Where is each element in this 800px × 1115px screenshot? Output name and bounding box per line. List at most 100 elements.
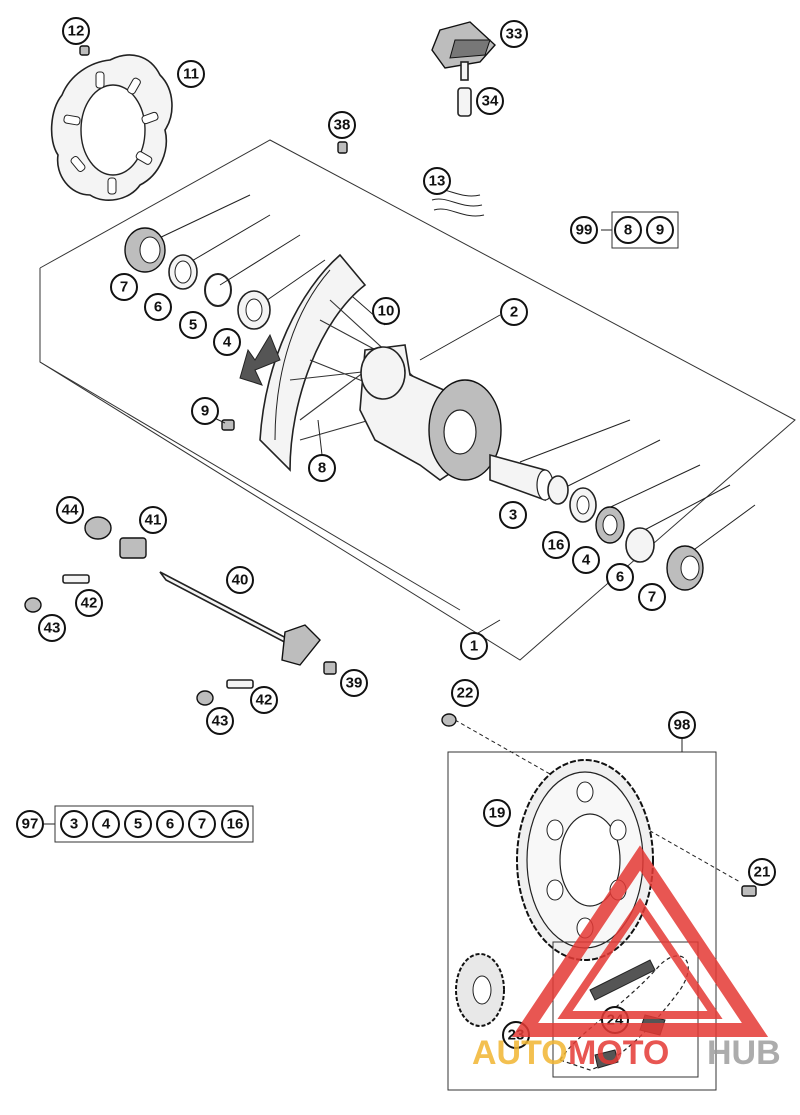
callout-6-left: 6 xyxy=(144,293,172,321)
svg-text:7: 7 xyxy=(198,816,206,833)
svg-text:33: 33 xyxy=(506,26,523,43)
bearing-left xyxy=(237,290,271,330)
svg-text:9: 9 xyxy=(656,222,664,239)
callout-6-kit: 6 xyxy=(156,810,184,838)
dust-cover-right xyxy=(666,545,704,591)
svg-text:16: 16 xyxy=(227,816,244,833)
chain-slider xyxy=(431,21,496,69)
callout-34: 34 xyxy=(476,87,504,115)
callout-8-kit: 8 xyxy=(614,216,642,244)
watermark-inner-triangle-icon xyxy=(557,897,723,1019)
callout-39: 39 xyxy=(340,669,368,697)
callout-10: 10 xyxy=(372,297,400,325)
sprocket-bolt xyxy=(741,885,757,897)
callout-41: 41 xyxy=(139,506,167,534)
svg-text:40: 40 xyxy=(232,572,249,589)
dust-cover-left xyxy=(124,227,166,273)
retaining-ring xyxy=(204,273,232,307)
svg-text:6: 6 xyxy=(616,569,624,586)
callout-7-kit: 7 xyxy=(188,810,216,838)
svg-text:4: 4 xyxy=(582,552,591,569)
svg-text:97: 97 xyxy=(22,816,39,833)
callout-16-kit: 16 xyxy=(221,810,249,838)
shaft-seal-right xyxy=(595,506,625,544)
wheel-assembly-frame xyxy=(39,139,796,661)
svg-text:41: 41 xyxy=(145,512,162,529)
svg-text:8: 8 xyxy=(624,222,632,239)
svg-text:43: 43 xyxy=(212,713,229,730)
svg-text:39: 39 xyxy=(346,675,363,692)
callout-4-right: 4 xyxy=(572,546,600,574)
callout-19: 19 xyxy=(483,799,511,827)
svg-text:5: 5 xyxy=(134,816,142,833)
callout-9-kit: 9 xyxy=(646,216,674,244)
svg-text:9: 9 xyxy=(201,403,209,420)
sprocket-nut xyxy=(441,713,457,727)
disc-bolt xyxy=(79,45,90,56)
wheel-hub xyxy=(359,344,502,481)
callout-99: 99 xyxy=(570,216,598,244)
svg-text:98: 98 xyxy=(674,717,691,734)
chain-adjuster-right xyxy=(281,624,321,666)
chain-adjuster-left xyxy=(119,537,147,559)
axle-nut xyxy=(84,516,112,540)
callout-5: 5 xyxy=(179,311,207,339)
spacer-right xyxy=(625,527,655,563)
svg-text:11: 11 xyxy=(183,66,199,83)
callout-3: 3 xyxy=(499,501,527,529)
callout-5-kit: 5 xyxy=(124,810,152,838)
callout-12: 12 xyxy=(62,17,90,45)
callout-98: 98 xyxy=(668,711,696,739)
callout-4-left: 4 xyxy=(213,328,241,356)
callout-42-lower: 42 xyxy=(250,686,278,714)
svg-text:44: 44 xyxy=(62,502,79,519)
svg-text:42: 42 xyxy=(256,692,273,709)
callout-97: 97 xyxy=(16,810,44,838)
callout-38: 38 xyxy=(328,111,356,139)
svg-text:10: 10 xyxy=(378,303,395,320)
svg-text:7: 7 xyxy=(648,589,656,606)
callout-16: 16 xyxy=(542,531,570,559)
svg-text:22: 22 xyxy=(457,685,474,702)
watermark-logo: AUTO MOTO HUB xyxy=(472,845,781,1072)
svg-text:4: 4 xyxy=(223,334,232,351)
distance-ring xyxy=(547,475,569,505)
adjuster-screw-lower xyxy=(226,679,254,689)
svg-text:12: 12 xyxy=(68,23,85,40)
callout-3-kit: 3 xyxy=(60,810,88,838)
watermark-moto-text: MOTO xyxy=(568,1034,669,1072)
callout-9: 9 xyxy=(191,397,219,425)
watermark-hub-text: HUB xyxy=(707,1034,781,1072)
svg-text:19: 19 xyxy=(489,805,506,822)
svg-text:4: 4 xyxy=(102,816,111,833)
svg-text:6: 6 xyxy=(166,816,174,833)
callout-44: 44 xyxy=(56,496,84,524)
svg-text:13: 13 xyxy=(429,173,446,190)
svg-text:2: 2 xyxy=(510,304,518,321)
front-sprocket xyxy=(455,953,505,1027)
callout-33: 33 xyxy=(500,20,528,48)
bearing-right xyxy=(569,487,597,523)
callout-13: 13 xyxy=(423,167,451,195)
rim xyxy=(259,253,367,472)
kit-97-group xyxy=(44,805,254,843)
shaft-seal-left xyxy=(168,254,198,290)
callout-7-left: 7 xyxy=(110,273,138,301)
svg-text:99: 99 xyxy=(576,222,593,239)
callout-22: 22 xyxy=(451,679,479,707)
svg-text:1: 1 xyxy=(470,638,478,655)
rim-lock-nut xyxy=(221,419,235,431)
adjuster-nut xyxy=(24,597,42,613)
callout-11: 11 xyxy=(177,60,205,88)
callout-43-lower: 43 xyxy=(206,707,234,735)
svg-text:21: 21 xyxy=(754,864,771,881)
spacer-sleeve xyxy=(457,87,472,117)
drain-plug xyxy=(323,661,337,675)
callout-43: 43 xyxy=(38,614,66,642)
brake-disc xyxy=(50,54,173,201)
callout-8-rim: 8 xyxy=(308,454,336,482)
svg-text:8: 8 xyxy=(318,460,326,477)
slider-pin xyxy=(460,61,469,81)
svg-text:38: 38 xyxy=(334,117,351,134)
